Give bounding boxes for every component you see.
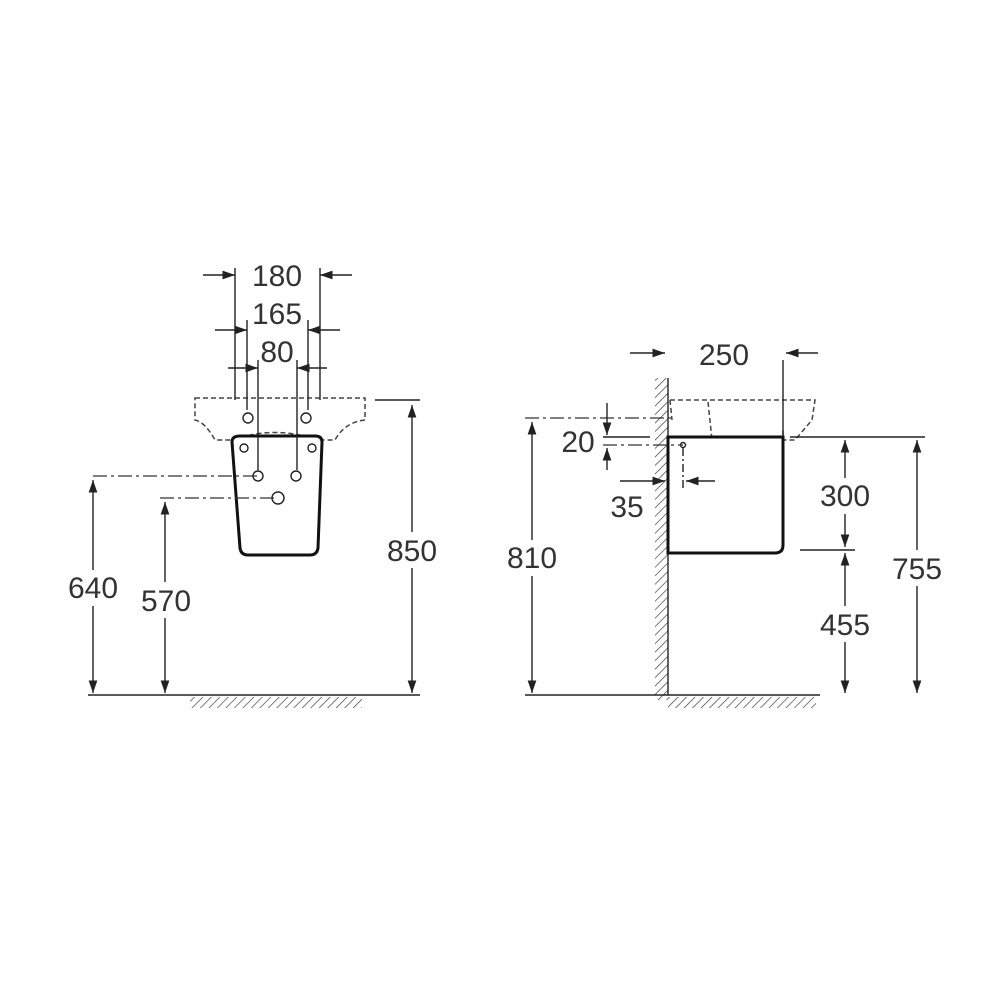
floor-hatch bbox=[190, 697, 362, 708]
dim-180: 180 bbox=[252, 260, 302, 293]
dim-165: 165 bbox=[252, 298, 302, 331]
fixing-points bbox=[239, 412, 317, 505]
dim-20: 20 bbox=[561, 426, 594, 459]
dim-80: 80 bbox=[260, 336, 293, 369]
dim-570: 570 bbox=[141, 585, 191, 618]
dim-810: 810 bbox=[507, 542, 557, 575]
dim-850: 850 bbox=[387, 535, 437, 568]
basin-outline bbox=[194, 397, 366, 441]
wall-hatch bbox=[655, 378, 668, 700]
pedestal bbox=[230, 434, 324, 557]
dim-35: 35 bbox=[610, 491, 643, 524]
dim-250: 250 bbox=[699, 339, 749, 372]
dim-755: 755 bbox=[892, 553, 942, 586]
dim-300: 300 bbox=[820, 480, 870, 513]
floor-hatch bbox=[668, 697, 816, 708]
pedestal bbox=[666, 435, 785, 555]
dim-640: 640 bbox=[68, 572, 118, 605]
front-view: 180 165 80 850 640 570 bbox=[60, 260, 444, 708]
dim-455: 455 bbox=[820, 609, 870, 642]
side-view: 250 810 20 35 300 455 755 bbox=[498, 339, 950, 708]
